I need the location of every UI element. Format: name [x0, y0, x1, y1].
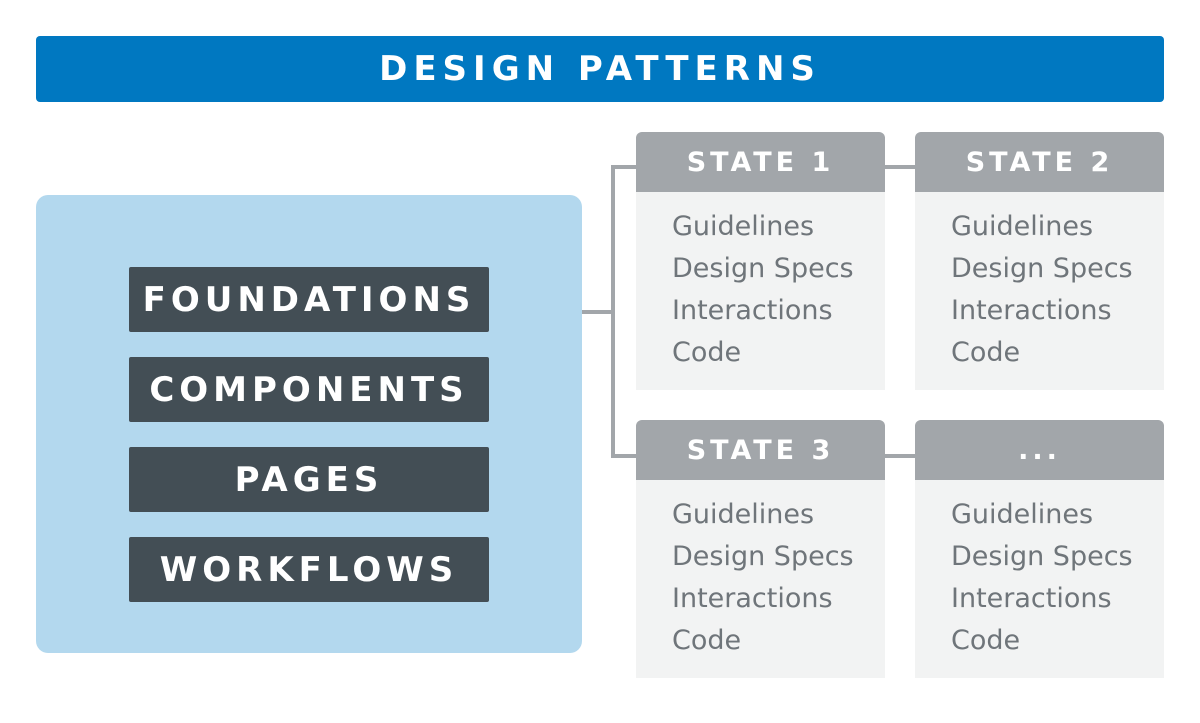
state-item: Interactions — [672, 583, 833, 614]
state-item: Guidelines — [951, 211, 1094, 242]
state-item: Guidelines — [672, 211, 815, 242]
state-card-more: ... Guidelines Design Specs Interactions… — [915, 420, 1164, 678]
state-item: Design Specs — [951, 541, 1133, 572]
state-item: Interactions — [951, 583, 1112, 614]
state-item: Code — [672, 337, 742, 368]
state-item-list: Guidelines Design Specs Interactions Cod… — [636, 192, 885, 374]
state-item: Guidelines — [672, 499, 815, 530]
state-card-3: STATE 3 Guidelines Design Specs Interact… — [636, 420, 885, 678]
category-label: WORKFLOWS — [159, 549, 459, 590]
state-title: ... — [1018, 434, 1061, 466]
state-header: ... — [915, 420, 1164, 480]
state-item: Design Specs — [672, 541, 854, 572]
state-item-list: Guidelines Design Specs Interactions Cod… — [636, 480, 885, 662]
category-label: FOUNDATIONS — [142, 279, 476, 320]
state-item-list: Guidelines Design Specs Interactions Cod… — [915, 480, 1164, 662]
connector-to-state-3 — [611, 454, 637, 458]
state-header: STATE 3 — [636, 420, 885, 480]
connector-panel-to-states — [582, 310, 615, 314]
state-header: STATE 2 — [915, 132, 1164, 192]
category-workflows: WORKFLOWS — [129, 537, 489, 602]
categories-panel: FOUNDATIONS COMPONENTS PAGES WORKFLOWS — [36, 195, 582, 653]
state-item: Code — [672, 625, 742, 656]
state-title: STATE 2 — [965, 146, 1114, 178]
state-card-2: STATE 2 Guidelines Design Specs Interact… — [915, 132, 1164, 390]
category-label: PAGES — [234, 459, 384, 500]
state-item: Code — [951, 337, 1021, 368]
category-label: COMPONENTS — [149, 369, 469, 410]
state-item: Design Specs — [672, 253, 854, 284]
category-foundations: FOUNDATIONS — [129, 267, 489, 332]
connector-state-3-to-more — [884, 454, 916, 458]
design-patterns-banner: DESIGN PATTERNS — [36, 36, 1164, 102]
state-item: Interactions — [672, 295, 833, 326]
banner-title: DESIGN PATTERNS — [379, 49, 821, 89]
state-header: STATE 1 — [636, 132, 885, 192]
state-item: Design Specs — [951, 253, 1133, 284]
connector-vertical — [611, 165, 615, 458]
state-title: STATE 3 — [686, 434, 835, 466]
category-pages: PAGES — [129, 447, 489, 512]
connector-to-state-1 — [611, 165, 637, 169]
connector-state-1-to-2 — [884, 165, 916, 169]
state-item: Code — [951, 625, 1021, 656]
state-card-1: STATE 1 Guidelines Design Specs Interact… — [636, 132, 885, 390]
state-item: Interactions — [951, 295, 1112, 326]
state-item: Guidelines — [951, 499, 1094, 530]
state-title: STATE 1 — [686, 146, 835, 178]
category-components: COMPONENTS — [129, 357, 489, 422]
state-item-list: Guidelines Design Specs Interactions Cod… — [915, 192, 1164, 374]
